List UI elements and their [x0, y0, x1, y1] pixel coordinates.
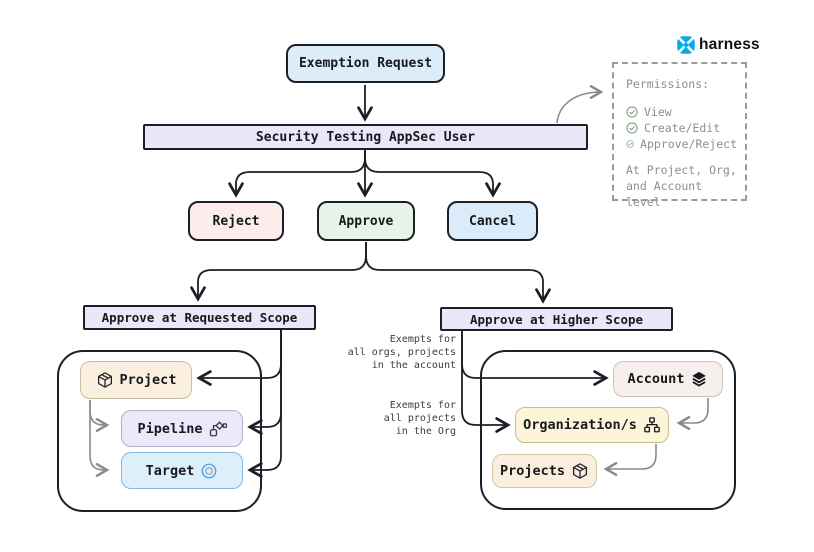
higher-scope-label: Approve at Higher Scope: [440, 307, 673, 331]
permissions-footer-line: At Project, Org,: [626, 163, 737, 177]
brand-wordmark: harness: [699, 36, 760, 53]
exemption-request-node: Exemption Request: [286, 44, 445, 83]
pipeline-node: Pipeline: [121, 410, 243, 447]
annotation-line: in the Org: [395, 426, 456, 437]
annotation-line: all orgs, projects: [347, 347, 456, 358]
cube-icon: [97, 372, 112, 388]
approve-node: Approve: [317, 201, 415, 241]
organizations-node: Organization/s: [515, 407, 669, 443]
annotation-line: Exempts for: [389, 400, 456, 411]
node-label: Approve: [338, 213, 394, 229]
layers-icon: [692, 371, 707, 387]
node-label: Project: [119, 372, 177, 388]
check-circle-icon: [626, 106, 638, 118]
account-exemption-annotation: Exempts for all orgs, projects in the ac…: [326, 333, 456, 372]
permission-item: Create/Edit: [626, 120, 737, 136]
node-label: Target: [145, 462, 195, 479]
node-label: Organization/s: [523, 417, 637, 433]
requested-scope-label: Approve at Requested Scope: [83, 305, 316, 330]
scope-label-text: Approve at Requested Scope: [101, 310, 298, 325]
gate-label: Security Testing AppSec User: [255, 129, 476, 145]
permission-label: Create/Edit: [644, 121, 721, 135]
harness-logo: harness: [676, 35, 760, 55]
check-circle-icon: [626, 122, 638, 134]
annotation-line: in the account: [371, 360, 456, 371]
permission-item: View: [626, 104, 737, 120]
node-label: Exemption Request: [298, 56, 433, 71]
projects-node: Projects: [492, 454, 597, 488]
annotation-line: all projects: [383, 413, 456, 424]
target-icon: [201, 463, 217, 478]
node-label: Account: [627, 371, 685, 387]
node-label: Reject: [212, 213, 260, 229]
permissions-panel: Permissions: View Create/Edit Approve/Re…: [612, 62, 747, 209]
node-label: Projects: [499, 463, 566, 479]
scope-label-text: Approve at Higher Scope: [469, 311, 644, 327]
annotation-line: Exempts for: [389, 334, 456, 345]
account-node: Account: [613, 361, 723, 397]
permission-label: Approve/Reject: [640, 137, 737, 151]
cancel-node: Cancel: [447, 201, 538, 241]
permission-label: View: [644, 105, 672, 119]
permissions-title: Permissions:: [626, 77, 710, 91]
target-node: Target: [121, 452, 243, 489]
org-chart-icon: [644, 417, 660, 433]
appsec-user-gate: Security Testing AppSec User: [143, 124, 588, 150]
permission-item: Approve/Reject: [626, 136, 737, 152]
reject-node: Reject: [188, 201, 284, 241]
org-exemption-annotation: Exempts for all projects in the Org: [326, 399, 456, 438]
node-label: Cancel: [469, 213, 516, 229]
permissions-footer-line: and Account level: [626, 179, 703, 209]
harness-logo-icon: [676, 35, 696, 55]
cube-icon: [573, 463, 588, 479]
check-circle-icon: [626, 140, 634, 148]
project-node: Project: [80, 361, 192, 399]
node-label: Pipeline: [137, 420, 203, 437]
pipeline-icon: [209, 421, 227, 436]
